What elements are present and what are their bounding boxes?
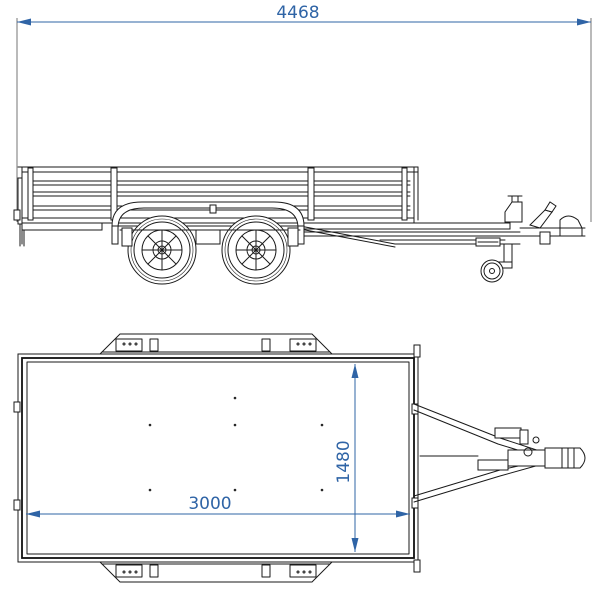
deck-width-dimension: 1480 <box>334 364 359 552</box>
deck-width-label: 1480 <box>334 440 354 483</box>
top-view: 3000 1480 <box>13 333 586 583</box>
axle-assembly <box>119 227 301 247</box>
cargo-box <box>17 166 419 224</box>
coupling-head-top <box>477 427 586 471</box>
rear-wheel <box>127 215 197 285</box>
front-wheel <box>221 215 291 285</box>
fender-top <box>96 333 336 357</box>
fender-bottom <box>96 559 336 583</box>
deck-length-label: 3000 <box>188 494 231 514</box>
deck-outline <box>13 344 421 573</box>
rear-light-bracket <box>13 177 25 247</box>
overall-length-label: 4468 <box>276 3 319 23</box>
overall-length-dimension: 4468 <box>17 3 591 26</box>
deck-length-dimension: 3000 <box>26 494 410 518</box>
jockey-wheel <box>480 243 513 283</box>
tow-hitch <box>475 195 586 247</box>
side-view: 4468 <box>13 3 592 285</box>
